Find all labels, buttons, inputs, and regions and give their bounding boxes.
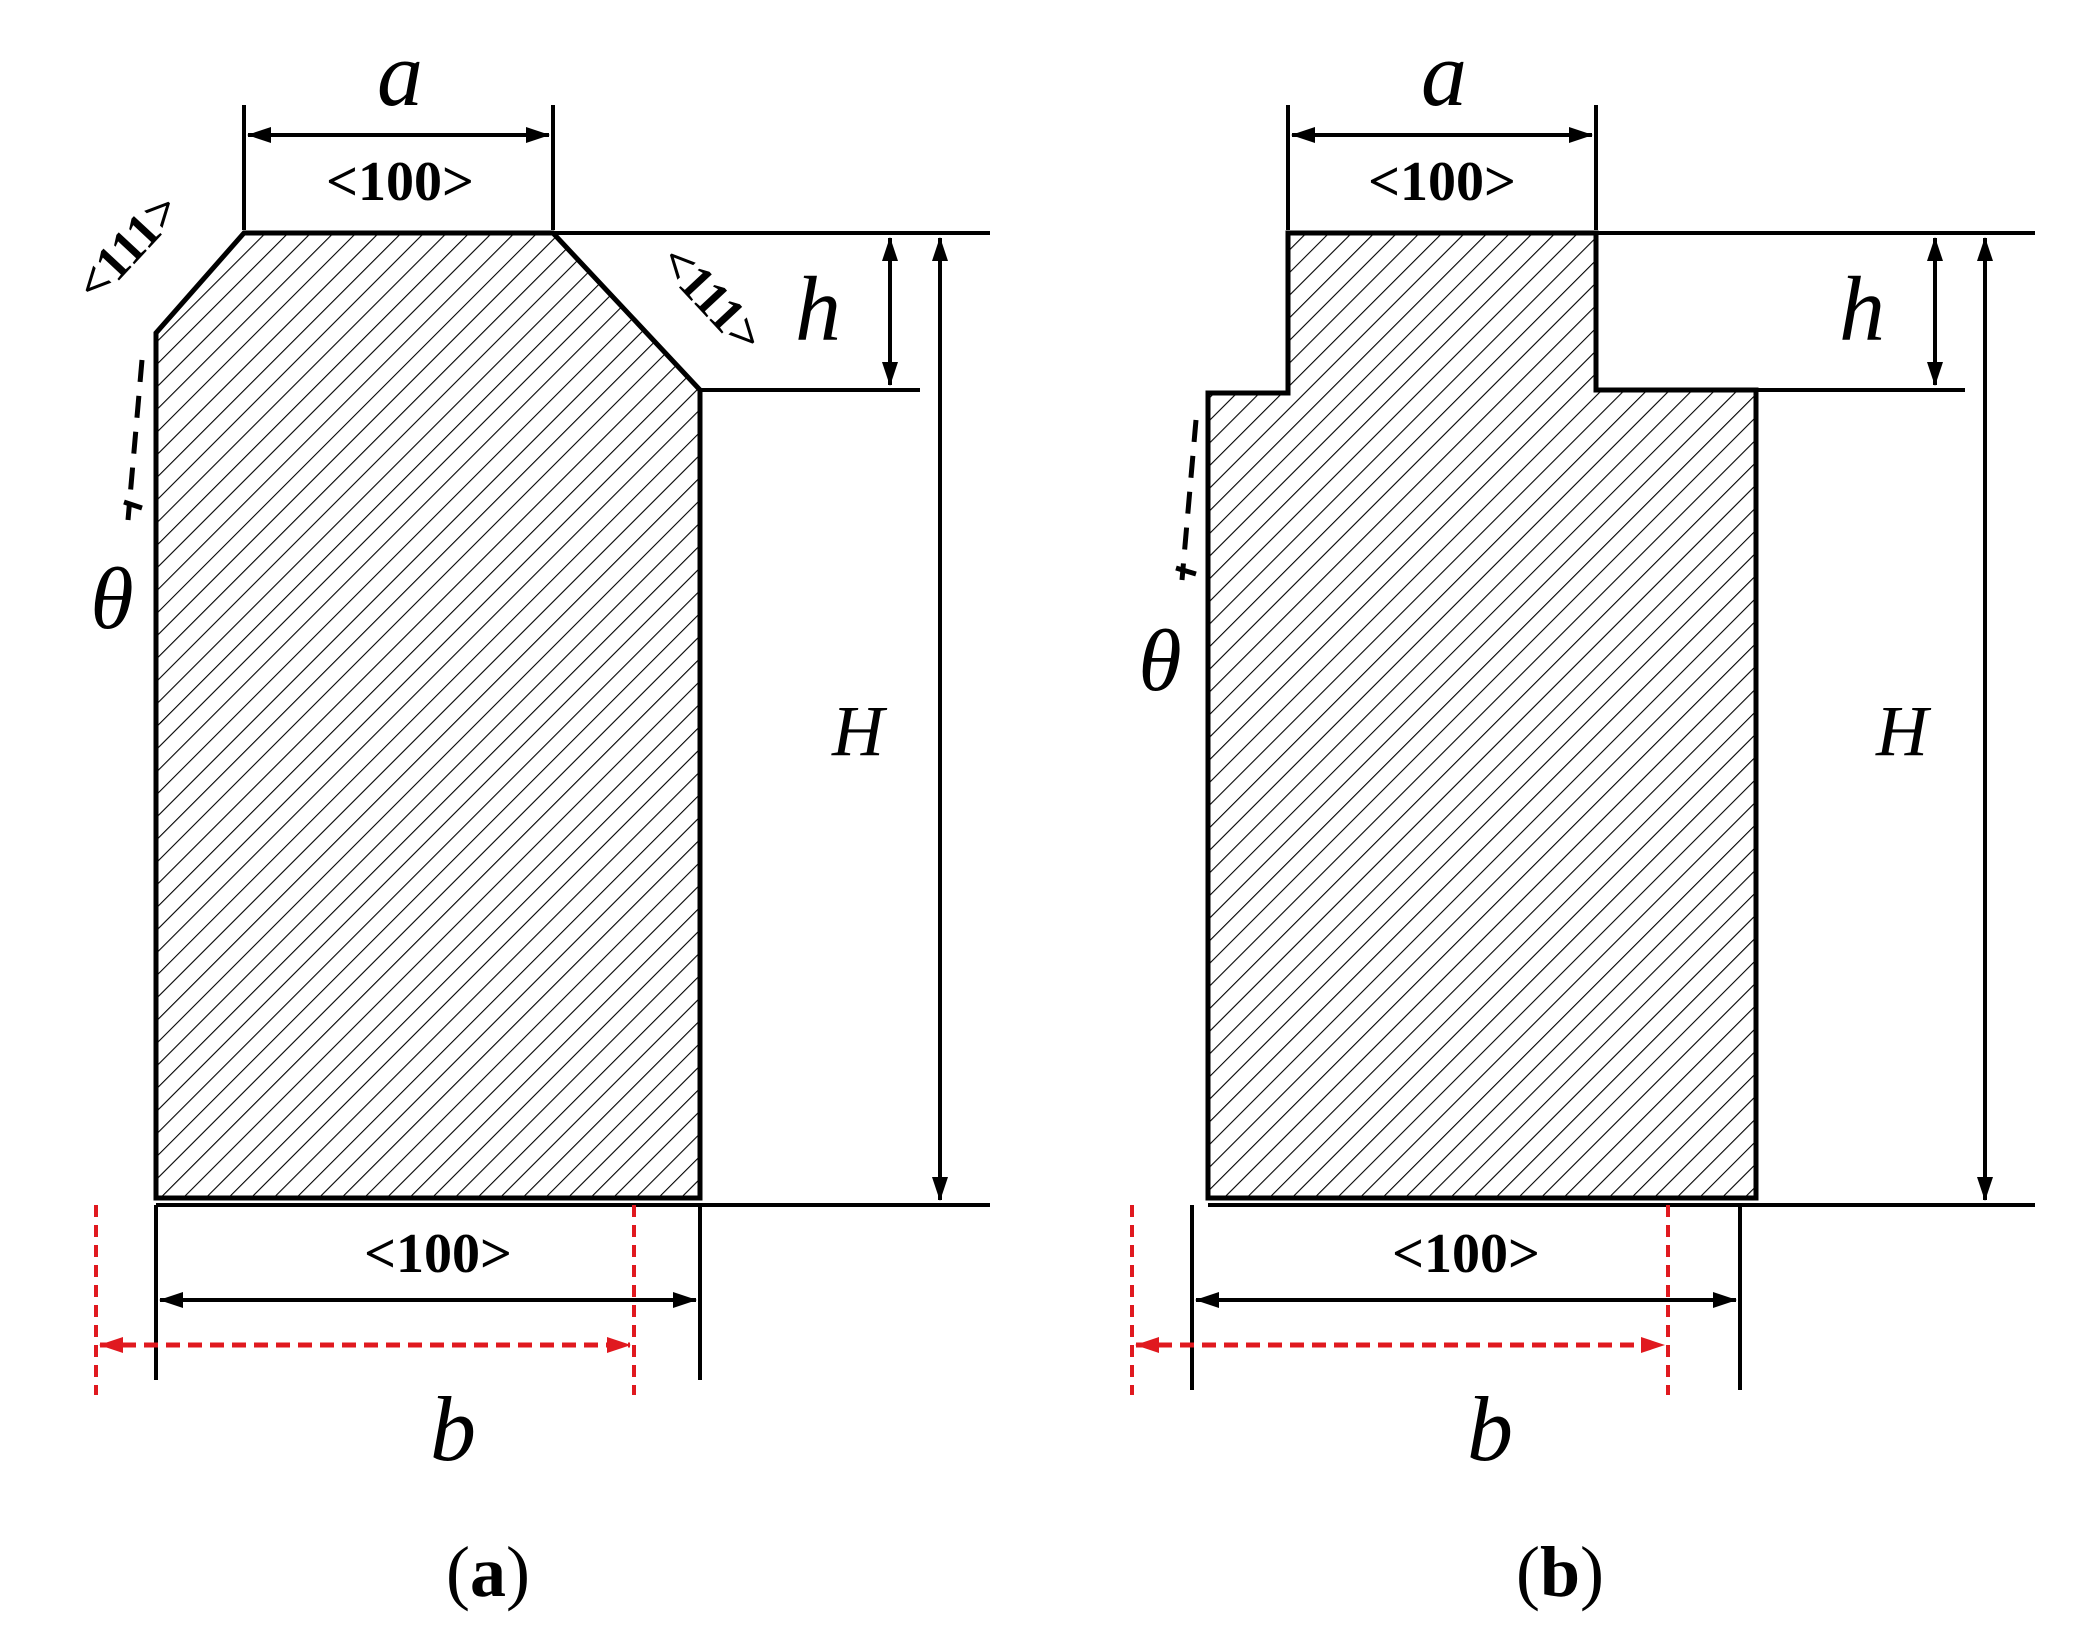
- top-width-label-b: a: [1421, 23, 1467, 125]
- angle-label-a: θ: [90, 551, 133, 648]
- angle-tick-a: [123, 499, 143, 511]
- top-width-label-a: a: [377, 23, 423, 125]
- total-height-label-a: H: [831, 691, 888, 771]
- bottom-width-label-a: b: [430, 1378, 476, 1480]
- bottom-direction-label-a: <100>: [364, 1223, 512, 1285]
- panel-a: a <100> <111> <111> h H θ <100> b (a): [64, 23, 990, 1612]
- cross-section-b: [1205, 230, 1759, 1201]
- sidewall-direction-label-a-right: <111>: [649, 233, 776, 364]
- sidewall-direction-label-a-left: <111>: [64, 181, 191, 312]
- top-direction-label-b: <100>: [1368, 151, 1516, 213]
- step-height-label-a: h: [795, 258, 841, 360]
- panel-caption-b: (b): [1516, 1532, 1604, 1612]
- top-direction-label-a: <100>: [326, 151, 474, 213]
- angle-dashed-line-b: [1179, 419, 1199, 581]
- angle-dashed-line-a: [125, 359, 145, 521]
- cross-section-a: [153, 230, 703, 1201]
- angle-label-b: θ: [1138, 613, 1181, 710]
- panel-caption-a: (a): [446, 1532, 530, 1612]
- angle-tick-b: [1175, 565, 1197, 577]
- bottom-direction-label-b: <100>: [1392, 1223, 1540, 1285]
- step-height-label-b: h: [1839, 258, 1885, 360]
- bottom-width-label-b: b: [1467, 1378, 1513, 1480]
- total-height-label-b: H: [1875, 691, 1932, 771]
- panel-b: a <100> h H θ <100> b (b): [1130, 23, 2035, 1612]
